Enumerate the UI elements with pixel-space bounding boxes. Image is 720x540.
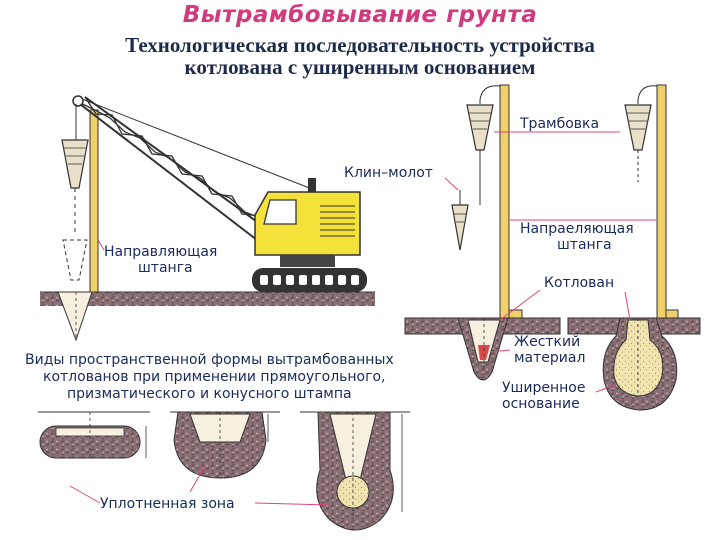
- diagram-subtitle-line2: котлована с уширенным основанием: [184, 55, 536, 79]
- label-forms-1: Виды пространственной формы вытрамбованн…: [25, 352, 394, 368]
- pit-right-b: [602, 317, 678, 411]
- label-guide-rod-left-2: штанга: [138, 260, 193, 276]
- label-pit: Котлован: [544, 275, 614, 291]
- guide-rod-right-a: [499, 84, 510, 319]
- label-forms-3: призматического и конусного штампа: [67, 386, 352, 402]
- diagram-title: Вытрамбовывание грунта: [182, 2, 538, 28]
- pit-left: [57, 291, 93, 342]
- forms-caption: Виды пространственной формы вытрамбованн…: [25, 352, 394, 402]
- guide-rod-right-b: [656, 84, 667, 319]
- tamper-left: [61, 104, 89, 281]
- crane-boom: [72, 95, 313, 251]
- guide-rod-left: [89, 109, 99, 293]
- pit-shape-conical: [300, 411, 410, 531]
- label-guide-rod-right-1: Напраеляющая: [520, 221, 634, 237]
- label-widened-base-1: Уширенное: [502, 380, 585, 396]
- wedge-hammer: [451, 190, 469, 251]
- label-guide-rod-left-1: Направляющая: [104, 244, 217, 260]
- label-wedge-hammer: Клин–молот: [344, 165, 433, 181]
- label-rigid-material-2: материал: [514, 350, 585, 366]
- compacted-zone-label: Уплотненная зона: [69, 465, 331, 512]
- pit-shape-prismatic: [170, 411, 280, 479]
- diagram-subtitle-line1: Технологическая последовательность устро…: [125, 33, 595, 57]
- crane-track: [252, 268, 367, 292]
- crane-cab: [254, 178, 361, 267]
- right-scene-labels: Клин–молот Трамбовка Напраеляющая штанга…: [344, 116, 656, 412]
- guide-rod-left-label: Направляющая штанга: [97, 239, 217, 276]
- label-guide-rod-right-2: штанга: [557, 237, 612, 253]
- tamper-right-a: [466, 85, 501, 205]
- tamper-right-b: [624, 85, 658, 182]
- label-widened-base-2: основание: [502, 396, 580, 412]
- label-compacted-zone: Уплотненная зона: [100, 496, 235, 512]
- label-rigid-material-1: Жесткий: [514, 334, 580, 350]
- pit-shape-rectangular: [38, 411, 150, 460]
- label-forms-2: котлованов при применении прямоугольного…: [43, 369, 386, 385]
- label-tamper: Трамбовка: [519, 116, 599, 132]
- pit-right-a: [457, 317, 509, 381]
